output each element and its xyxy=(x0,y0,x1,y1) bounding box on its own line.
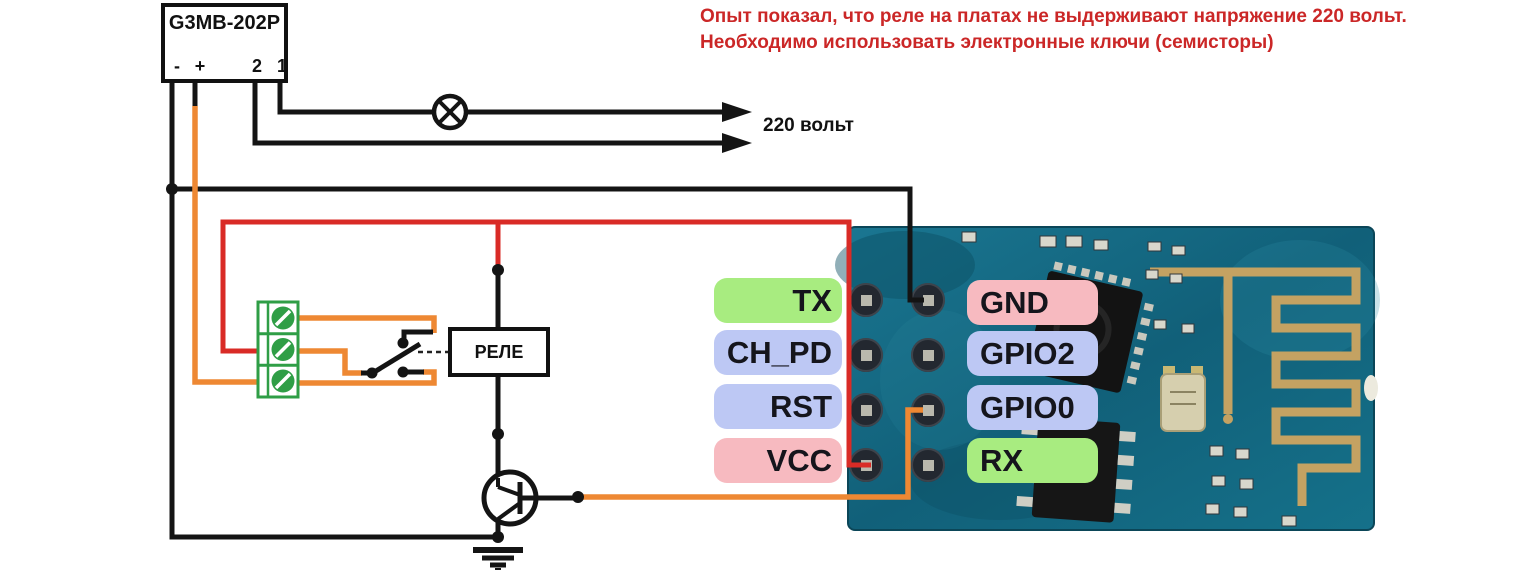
terminal-block xyxy=(256,300,300,399)
transistor-icon xyxy=(481,469,578,538)
esp8266-module-photo xyxy=(835,226,1380,531)
pcb-antenna xyxy=(1150,267,1361,506)
warning-line-2: Необходимо использовать электронные ключ… xyxy=(700,32,1274,53)
wire-orange-set xyxy=(192,106,923,500)
screw-icon xyxy=(271,306,295,393)
mains-voltage-label: 220 вольт xyxy=(763,115,854,136)
esp-pin-label-gpio0: GPIO0 xyxy=(967,385,1098,430)
esp-pin-label-gpio2: GPIO2 xyxy=(967,331,1098,376)
esp-solder-pads xyxy=(849,283,945,482)
ssr-pin-2: 2 xyxy=(251,56,263,76)
warning-note: Опыт показал, что реле на платах не выде… xyxy=(700,4,1407,56)
relay-box: РЕЛЕ xyxy=(448,327,550,377)
switch-icon xyxy=(361,329,448,379)
ssr-pin-minus: - xyxy=(174,56,180,76)
esp-pin-label-rx: RX xyxy=(967,438,1098,483)
ssr-module-box: G3MB-202P - + 2 1 xyxy=(161,3,288,83)
esp-pin-label-vcc: VCC xyxy=(714,438,842,483)
ssr-pin-1: 1 xyxy=(276,56,288,76)
ssr-pin-plus: + xyxy=(194,56,206,76)
esp-pin-label-rst: RST xyxy=(714,384,842,429)
ground-icon xyxy=(473,547,523,570)
relay-box-label: РЕЛЕ xyxy=(474,341,524,362)
wire-gnd-black xyxy=(169,83,924,540)
smd-components xyxy=(961,231,1378,527)
wire-mains-black xyxy=(252,83,752,153)
crystal-oscillator xyxy=(1160,366,1206,432)
warning-line-1: Опыт показал, что реле на платах не выде… xyxy=(700,6,1407,27)
arrow-right-top xyxy=(722,102,752,122)
lamp-icon xyxy=(431,93,469,131)
wire-vcc-red xyxy=(220,219,871,468)
esp-pin-label-gnd: GND xyxy=(967,280,1098,325)
esp-pin-label-ch_pd: CH_PD xyxy=(714,330,842,375)
junction-dots xyxy=(166,183,584,543)
ssr-module-title: G3MB-202P xyxy=(168,12,281,34)
esp-pin-label-tx: TX xyxy=(714,278,842,323)
arrow-right-bottom xyxy=(722,133,752,153)
